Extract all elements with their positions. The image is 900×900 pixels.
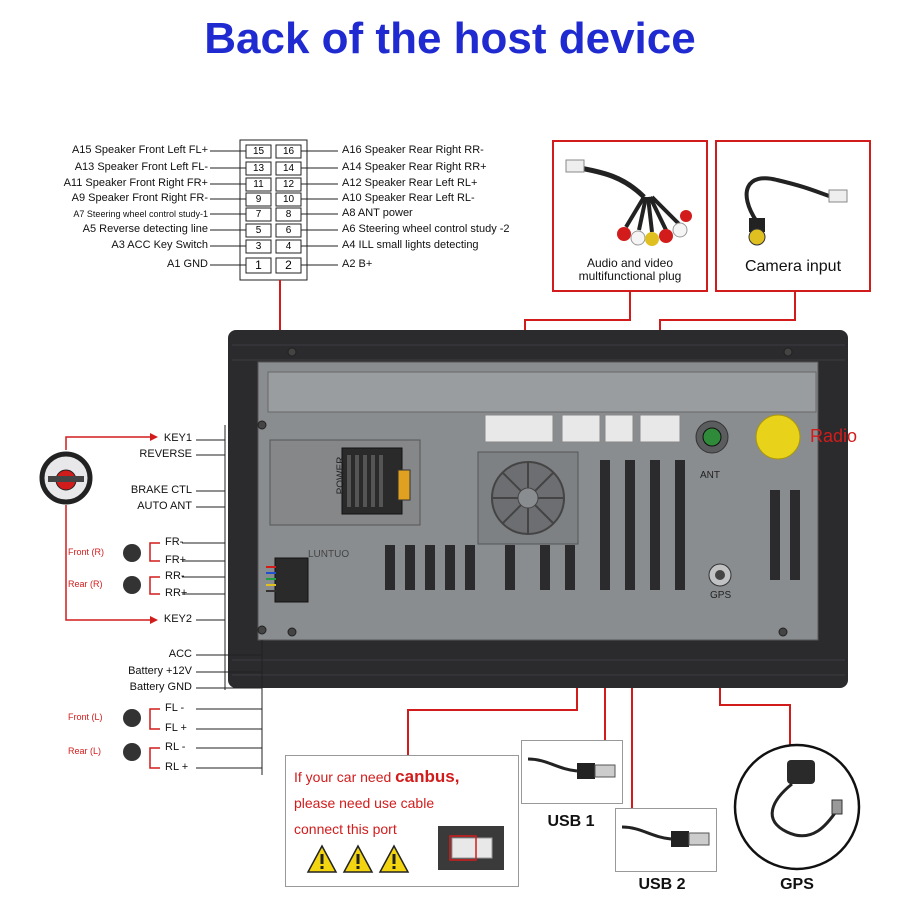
brand-label: LUNTUO [308, 549, 350, 560]
power-port-label: POWER [335, 456, 347, 495]
canbus-line1-pre: If your car need [294, 769, 396, 785]
battery-12v-label: Battery +12V [128, 665, 192, 677]
pin-a6: 6 [285, 225, 292, 236]
av-plug-caption-2: multifunctional plug [578, 269, 682, 283]
usb2-box [615, 808, 717, 872]
usb1-caption: USB 1 [547, 813, 595, 830]
rl-plus-label: RL + [165, 761, 189, 773]
warning-icon [306, 844, 410, 873]
canbus-port-photo [438, 826, 504, 870]
pin-a3: 3 [255, 241, 262, 252]
pin-a4: 4 [285, 241, 292, 252]
camera-cable-icon [744, 176, 848, 246]
ant-port-label: ANT [700, 470, 720, 481]
pin-a10: 10 [282, 194, 295, 205]
rl-minus-label: RL - [165, 741, 186, 753]
fl-plus-label: FL + [165, 722, 187, 734]
page-title: Back of the host device [204, 14, 696, 63]
pin-a12: 12 [282, 179, 295, 190]
pin-a11: 11 [253, 179, 264, 190]
av-plug-box: Audio and video multifunctional plug [552, 140, 708, 292]
av-plug-icon [565, 159, 692, 246]
pin-a14: 14 [282, 163, 295, 174]
fr-plus-label: FR+ [165, 554, 187, 566]
usb2-caption: USB 2 [638, 876, 686, 893]
pin-a2: 2 [285, 258, 292, 272]
pin-label-a13: A13 Speaker Front Left FL- [74, 161, 208, 173]
pin-label-a6: A6 Steering wheel control study -2 [342, 223, 510, 235]
canbus-line1-bold: canbus, [395, 767, 460, 786]
reverse-label: REVERSE [139, 448, 192, 460]
usb1-box [521, 740, 623, 804]
fr-minus-label: FR- [165, 536, 184, 548]
pin-a8: 8 [285, 209, 292, 220]
canbus-note: If your car need canbus, please need use… [285, 755, 519, 887]
battery-gnd-label: Battery GND [129, 681, 192, 693]
pin-label-a9: A9 Speaker Front Right FR- [71, 192, 208, 204]
pin-a1: 1 [255, 258, 262, 272]
pin-label-a10: A10 Speaker Rear Left RL- [342, 192, 475, 204]
pin-a13: 13 [252, 163, 265, 174]
gps-port-label: GPS [710, 590, 732, 601]
usb2-icon [621, 825, 710, 847]
canbus-line3: connect this port [294, 821, 397, 837]
camera-caption: Camera input [744, 258, 842, 275]
speaker-front-left-label: Front (L) [68, 712, 103, 722]
key2-label: KEY2 [163, 613, 192, 625]
pin-a5: 5 [255, 225, 262, 236]
gps-antenna-icon [733, 743, 861, 871]
pin-label-a3: A3 ACC Key Switch [111, 239, 208, 251]
pin-label-a15: A15 Speaker Front Left FL+ [71, 144, 208, 156]
rr-minus-label: RR- [165, 570, 185, 582]
pin-label-a5: A5 Reverse detecting line [82, 223, 208, 235]
canbus-line2: please need use cable [294, 795, 435, 811]
pin-label-a11: A11 Speaker Front Right FR+ [63, 177, 208, 189]
speaker-front-right-label: Front (R) [68, 547, 104, 557]
key1-label: KEY1 [163, 432, 192, 444]
pin-label-a4: A4 ILL small lights detecting [342, 239, 479, 251]
pin-a9: 9 [255, 194, 262, 205]
pin-label-a1: A1 GND [167, 258, 208, 270]
rr-plus-label: RR+ [165, 587, 188, 599]
pin-label-a16: A16 Speaker Rear Right RR- [342, 144, 484, 156]
pin-a16: 16 [282, 146, 295, 157]
av-plug-caption-1: Audio and video [586, 256, 674, 270]
pin-a15: 15 [252, 146, 265, 157]
pin-label-a2: A2 B+ [342, 258, 373, 270]
pin-label-a12: A12 Speaker Rear Left RL+ [342, 177, 478, 189]
auto-ant-label: AUTO ANT [137, 500, 192, 512]
brake-ctl-label: BRAKE CTL [130, 484, 192, 496]
speaker-rear-right-label: Rear (R) [68, 579, 103, 589]
speaker-rear-left-label: Rear (L) [68, 746, 102, 756]
gps-caption: GPS [780, 876, 814, 893]
radio-label: Radio [810, 426, 858, 446]
pin-label-a7: A7 Steering wheel control study-1 [73, 209, 208, 219]
acc-label: ACC [168, 648, 192, 660]
pin-label-a14: A14 Speaker Rear Right RR+ [342, 161, 487, 173]
pin-a7: 7 [255, 209, 262, 220]
camera-box: Camera input [715, 140, 871, 292]
canbus-text: If your car need canbus, please need use… [294, 764, 514, 842]
usb1-icon [527, 757, 616, 779]
pin-label-a8: A8 ANT power [342, 207, 413, 219]
fl-minus-label: FL - [165, 702, 185, 714]
